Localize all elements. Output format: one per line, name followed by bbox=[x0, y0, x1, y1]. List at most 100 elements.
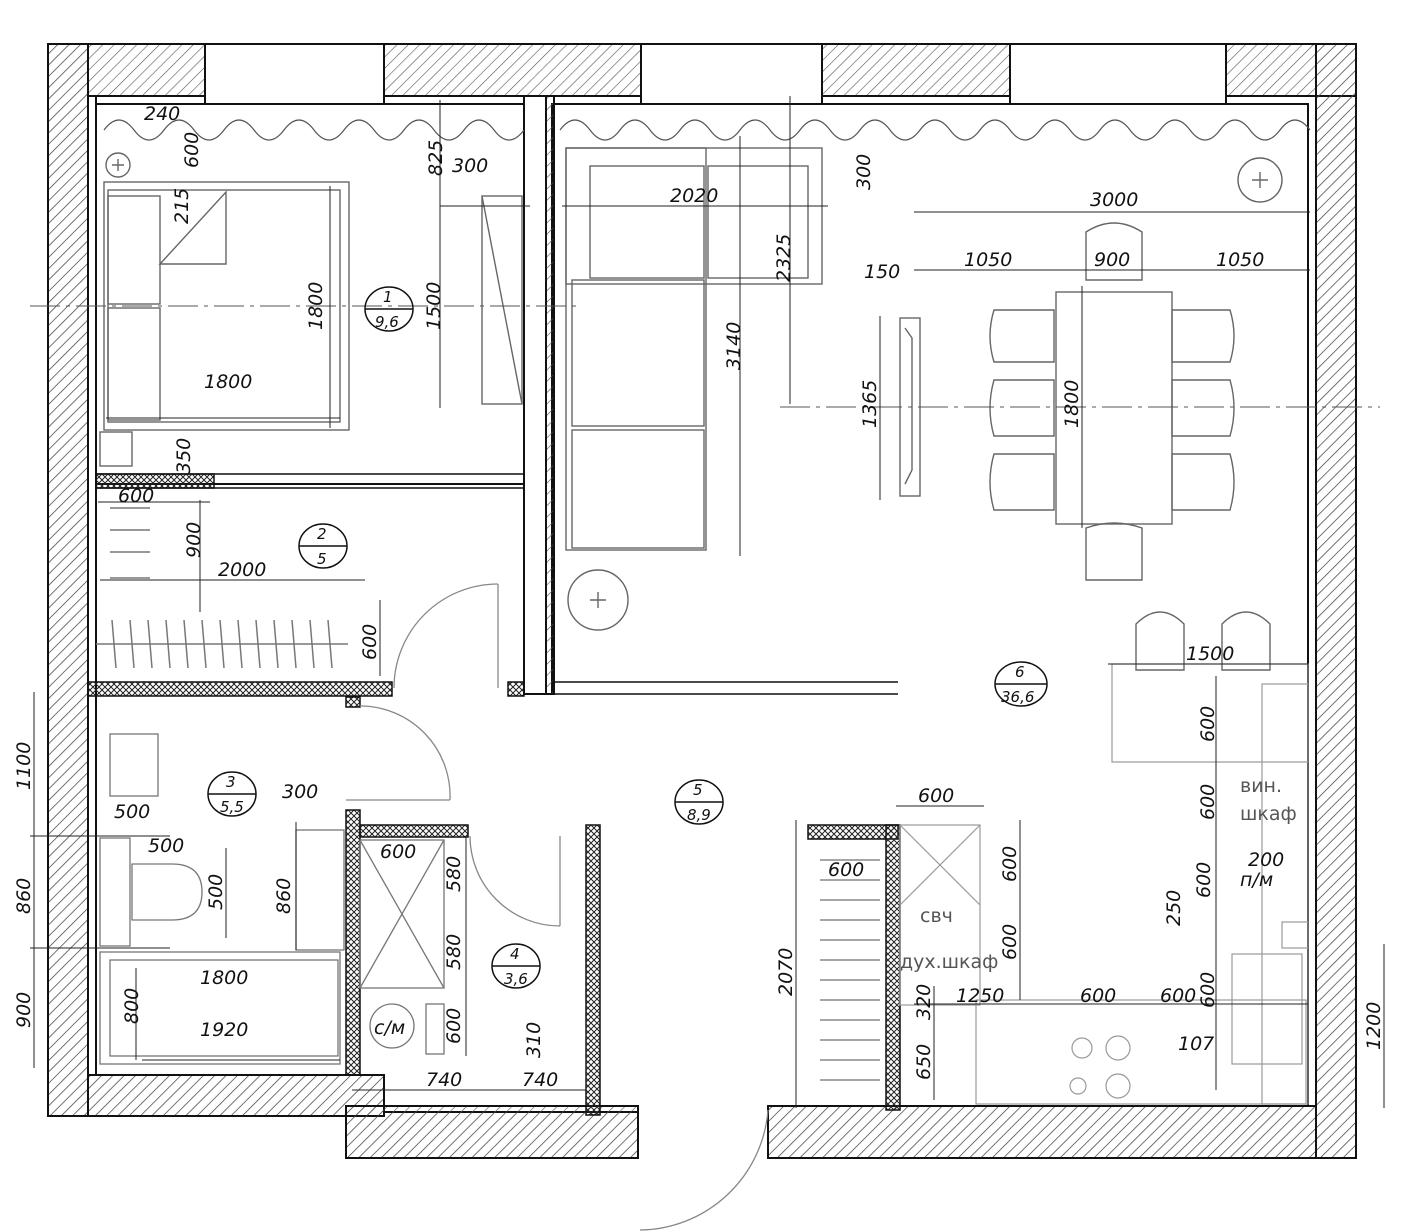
dim-500b: 500 bbox=[148, 835, 184, 857]
dimension-texts: 240 600 825 300 215 1800 1500 1800 350 2… bbox=[13, 103, 1385, 1091]
dim-310: 310 bbox=[523, 1022, 545, 1058]
dim-1500k: 1500 bbox=[1186, 643, 1234, 665]
dim-1050a: 1050 bbox=[964, 249, 1012, 271]
appliance-labels: вин. шкаф п/м свч дух.шкаф с/м bbox=[374, 775, 1297, 1039]
closet-hangers bbox=[96, 507, 348, 669]
svg-text:5,5: 5,5 bbox=[220, 798, 244, 816]
dim-2000: 2000 bbox=[218, 559, 266, 581]
dim-1800b: 1800 bbox=[200, 967, 248, 989]
bathroom bbox=[99, 733, 345, 1065]
dim-200: 200 bbox=[1248, 849, 1284, 871]
dim-320: 320 bbox=[913, 984, 935, 1020]
svg-text:36,6: 36,6 bbox=[1001, 688, 1034, 706]
dim-1365: 1365 bbox=[859, 380, 881, 428]
svg-text:2: 2 bbox=[317, 525, 327, 543]
dim-650: 650 bbox=[913, 1044, 935, 1080]
exterior-walls bbox=[47, 43, 1357, 1159]
svg-text:5: 5 bbox=[693, 781, 703, 799]
dim-240: 240 bbox=[144, 103, 180, 125]
doors bbox=[346, 583, 769, 1231]
windows bbox=[204, 43, 1227, 105]
dim-600k: 600 bbox=[999, 924, 1021, 960]
dim-1200: 1200 bbox=[1363, 1002, 1385, 1050]
sofa bbox=[565, 147, 823, 551]
dim-600l: 600 bbox=[1193, 862, 1215, 898]
dim-900c: 900 bbox=[13, 992, 35, 1028]
dim-1250: 1250 bbox=[956, 985, 1004, 1007]
dim-860a: 860 bbox=[13, 878, 35, 914]
dim-600h: 600 bbox=[918, 785, 954, 807]
dim-1800h: 1800 bbox=[204, 371, 252, 393]
dim-600e: 600 bbox=[443, 1008, 465, 1044]
closet-partition bbox=[95, 473, 898, 695]
ceiling-lights bbox=[567, 157, 1283, 631]
svg-text:3,6: 3,6 bbox=[504, 970, 528, 988]
dim-600m: 600 bbox=[1197, 972, 1219, 1008]
dim-825: 825 bbox=[425, 140, 447, 176]
dim-860b: 860 bbox=[273, 878, 295, 914]
label-wine-1: вин. bbox=[1240, 775, 1282, 797]
dim-600c: 600 bbox=[359, 624, 381, 660]
dim-1920: 1920 bbox=[200, 1019, 248, 1041]
dim-3140: 3140 bbox=[723, 322, 745, 370]
svg-text:5: 5 bbox=[317, 550, 327, 568]
dim-580b: 580 bbox=[443, 934, 465, 970]
dim-350: 350 bbox=[173, 438, 195, 474]
dimension-lines bbox=[30, 96, 1385, 1108]
label-microwave: свч bbox=[920, 905, 953, 927]
room-marker-6: 636,6 bbox=[994, 661, 1048, 707]
dim-1500: 1500 bbox=[423, 282, 445, 330]
dim-600g: 600 bbox=[1197, 784, 1219, 820]
room-markers: 19,6 25 35,5 43,6 58,9 636,6 bbox=[207, 286, 1048, 989]
svg-text:8,9: 8,9 bbox=[687, 806, 711, 824]
dim-150: 150 bbox=[864, 261, 900, 283]
label-dishwasher: п/м bbox=[1240, 869, 1273, 891]
curtains bbox=[103, 119, 1311, 141]
svg-text:4: 4 bbox=[510, 945, 520, 963]
dim-740b: 740 bbox=[522, 1069, 558, 1091]
dim-600b: 600 bbox=[118, 485, 154, 507]
svg-text:9,6: 9,6 bbox=[375, 313, 399, 331]
bed bbox=[99, 152, 523, 467]
room-marker-2: 25 bbox=[298, 523, 348, 569]
dim-300c: 300 bbox=[282, 781, 318, 803]
dim-2325: 2325 bbox=[773, 234, 795, 282]
svg-text:1: 1 bbox=[383, 288, 393, 306]
dim-600j: 600 bbox=[999, 846, 1021, 882]
label-washing-machine: с/м bbox=[374, 1017, 405, 1039]
room-marker-5: 58,9 bbox=[674, 779, 724, 825]
dim-900: 900 bbox=[1094, 249, 1130, 271]
interior-outline bbox=[95, 95, 1309, 1106]
label-oven: дух.шкаф bbox=[900, 951, 998, 973]
dim-300a: 300 bbox=[452, 155, 488, 177]
dim-3000: 3000 bbox=[1090, 189, 1138, 211]
dim-1800v: 1800 bbox=[305, 282, 327, 330]
room-marker-3: 35,5 bbox=[207, 771, 257, 817]
dim-800: 800 bbox=[121, 988, 143, 1024]
dim-600d: 600 bbox=[380, 841, 416, 863]
dim-1800t: 1800 bbox=[1061, 380, 1083, 428]
dim-2020: 2020 bbox=[670, 185, 718, 207]
room-marker-4: 43,6 bbox=[491, 943, 541, 989]
room-marker-1: 19,6 bbox=[364, 286, 414, 332]
dim-580a: 580 bbox=[443, 856, 465, 892]
dim-600n: 600 bbox=[1080, 985, 1116, 1007]
laundry bbox=[359, 839, 445, 1055]
dim-500a: 500 bbox=[114, 801, 150, 823]
dim-600a: 600 bbox=[181, 132, 203, 168]
dim-500c: 500 bbox=[205, 874, 227, 910]
dim-250: 250 bbox=[1163, 890, 1185, 926]
dim-215: 215 bbox=[171, 188, 193, 224]
label-wine-2: шкаф bbox=[1240, 803, 1297, 825]
dim-2070: 2070 bbox=[775, 948, 797, 996]
dining-table bbox=[989, 222, 1271, 671]
dim-107: 107 bbox=[1178, 1033, 1214, 1055]
dim-600i: 600 bbox=[828, 859, 864, 881]
dim-740a: 740 bbox=[426, 1069, 462, 1091]
dim-900b: 900 bbox=[183, 522, 205, 558]
wardrobe-hangers bbox=[820, 859, 880, 1081]
svg-text:3: 3 bbox=[226, 773, 236, 791]
partitions bbox=[87, 681, 901, 1116]
dim-300b: 300 bbox=[853, 154, 875, 190]
